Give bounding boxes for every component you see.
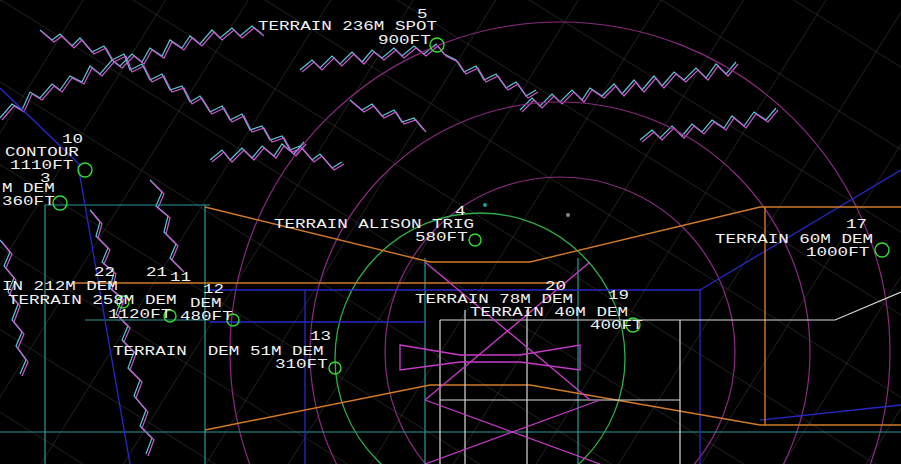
obstacle-label: TERRAIN 236M SPOT — [258, 20, 437, 33]
obstacle-label: TERRAIN 40M DEM — [470, 306, 628, 319]
obstacle-label: TERRAIN 60M DEM — [715, 233, 873, 246]
height-label: 360FT — [2, 195, 55, 208]
height-label: 310FT — [275, 358, 328, 371]
height-label: 580FT — [415, 231, 468, 244]
callout-number: 12 — [203, 283, 224, 296]
height-label: 1120FT — [108, 308, 171, 321]
callout-number: 10 — [62, 133, 83, 146]
obstacle-label: DEM — [190, 297, 222, 310]
obstacle-label: TERRAIN ALISON TRIG — [274, 218, 474, 231]
obstacle-label: M DEM — [2, 182, 55, 195]
callout-number: 11 — [170, 271, 191, 284]
obstacle-label: TERRAIN 78M DEM — [415, 293, 573, 306]
obstacle-label: TERRAIN DEM 51M DEM — [113, 345, 324, 358]
callout-number: 13 — [310, 330, 331, 343]
callout-number: 19 — [608, 289, 629, 302]
callout-number: 22 — [94, 266, 115, 279]
height-label: 400FT — [590, 319, 643, 332]
callout-number: 20 — [545, 280, 566, 293]
height-label: 480FT — [180, 310, 233, 323]
callout-number: 4 — [455, 205, 466, 218]
obstacle-label: TERRAIN 258M DEM — [8, 294, 177, 307]
obstacle-label: CONTOUR — [5, 146, 79, 159]
height-label: 1000FT — [806, 246, 869, 259]
height-label: 1110FT — [10, 159, 73, 172]
obstacle-label: IN 212M DEM — [2, 280, 118, 293]
height-label: 900FT — [378, 34, 431, 47]
callout-number: 17 — [846, 218, 867, 231]
callout-number: 21 — [146, 266, 167, 279]
